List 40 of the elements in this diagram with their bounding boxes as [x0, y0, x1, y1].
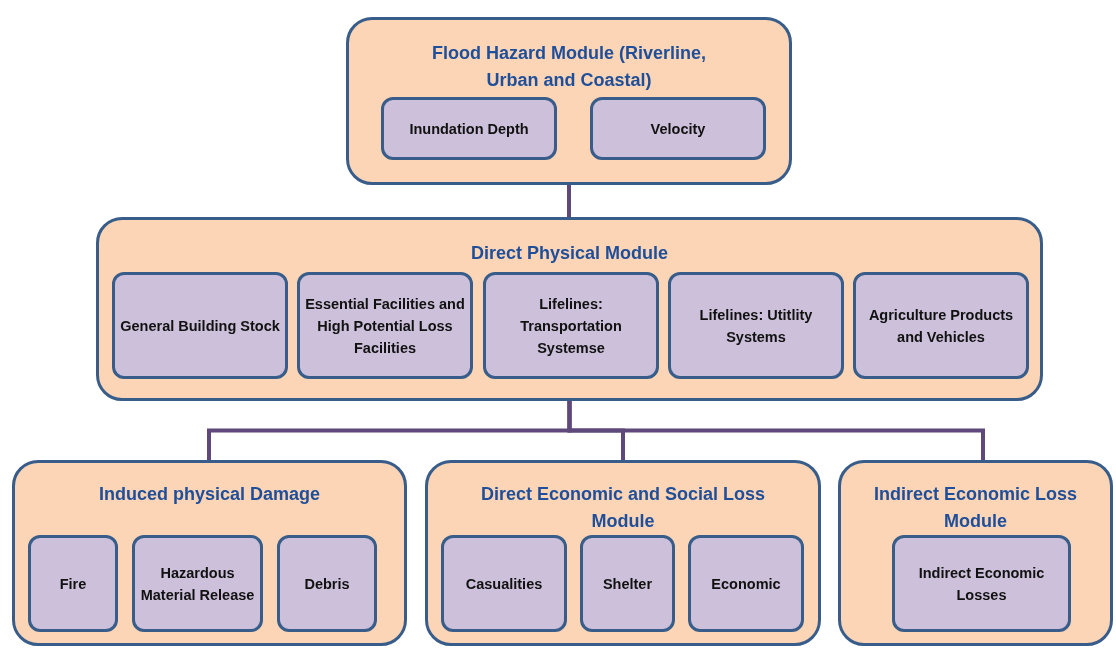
component-label: Hazardous Material Release	[139, 563, 256, 605]
module-box	[425, 460, 821, 646]
component-label: Indirect Economic Losses	[917, 563, 1046, 605]
component-label: Casualities	[464, 574, 544, 594]
component-box	[441, 535, 567, 632]
component-label: Velocity	[649, 119, 707, 139]
component-box	[297, 272, 473, 379]
module-box	[96, 217, 1043, 401]
component-box	[590, 97, 766, 160]
component-box	[853, 272, 1029, 379]
module-box	[346, 17, 792, 185]
component-box	[277, 535, 377, 632]
component-label: General Building Stock	[119, 316, 281, 336]
connector-line	[567, 185, 571, 217]
component-label: Essential Facilities and High Potential Loss Facilities	[304, 294, 466, 358]
component-box	[112, 272, 288, 379]
module-title: Direct Economic and Social Loss Module	[479, 483, 767, 533]
component-box	[381, 97, 557, 160]
component-box	[580, 535, 675, 632]
component-label: Debris	[303, 574, 351, 594]
module-title: Flood Hazard Module (Riverline, Urban and Coastal)	[431, 42, 707, 92]
component-box	[668, 272, 844, 379]
component-label: Inundation Depth	[408, 119, 530, 139]
component-box	[132, 535, 263, 632]
component-label: Lifelines: Utitlity Systems	[698, 305, 814, 347]
component-label: Shelter	[601, 574, 654, 594]
module-title: Indirect Economic Loss Module	[872, 483, 1078, 533]
module-box	[838, 460, 1113, 646]
component-box	[892, 535, 1071, 632]
component-box	[483, 272, 659, 379]
connector-line	[567, 401, 985, 460]
module-title: Direct Physical Module	[469, 242, 670, 265]
component-label: Agriculture Products and Vehicles	[867, 305, 1015, 347]
module-box	[12, 460, 407, 646]
component-label: Economic	[710, 574, 782, 594]
component-label: Fire	[58, 574, 88, 594]
component-box	[28, 535, 118, 632]
component-box	[688, 535, 804, 632]
module-title: Induced physical Damage	[97, 483, 322, 506]
component-label: Lifelines: Transportation Systemse	[519, 294, 623, 358]
